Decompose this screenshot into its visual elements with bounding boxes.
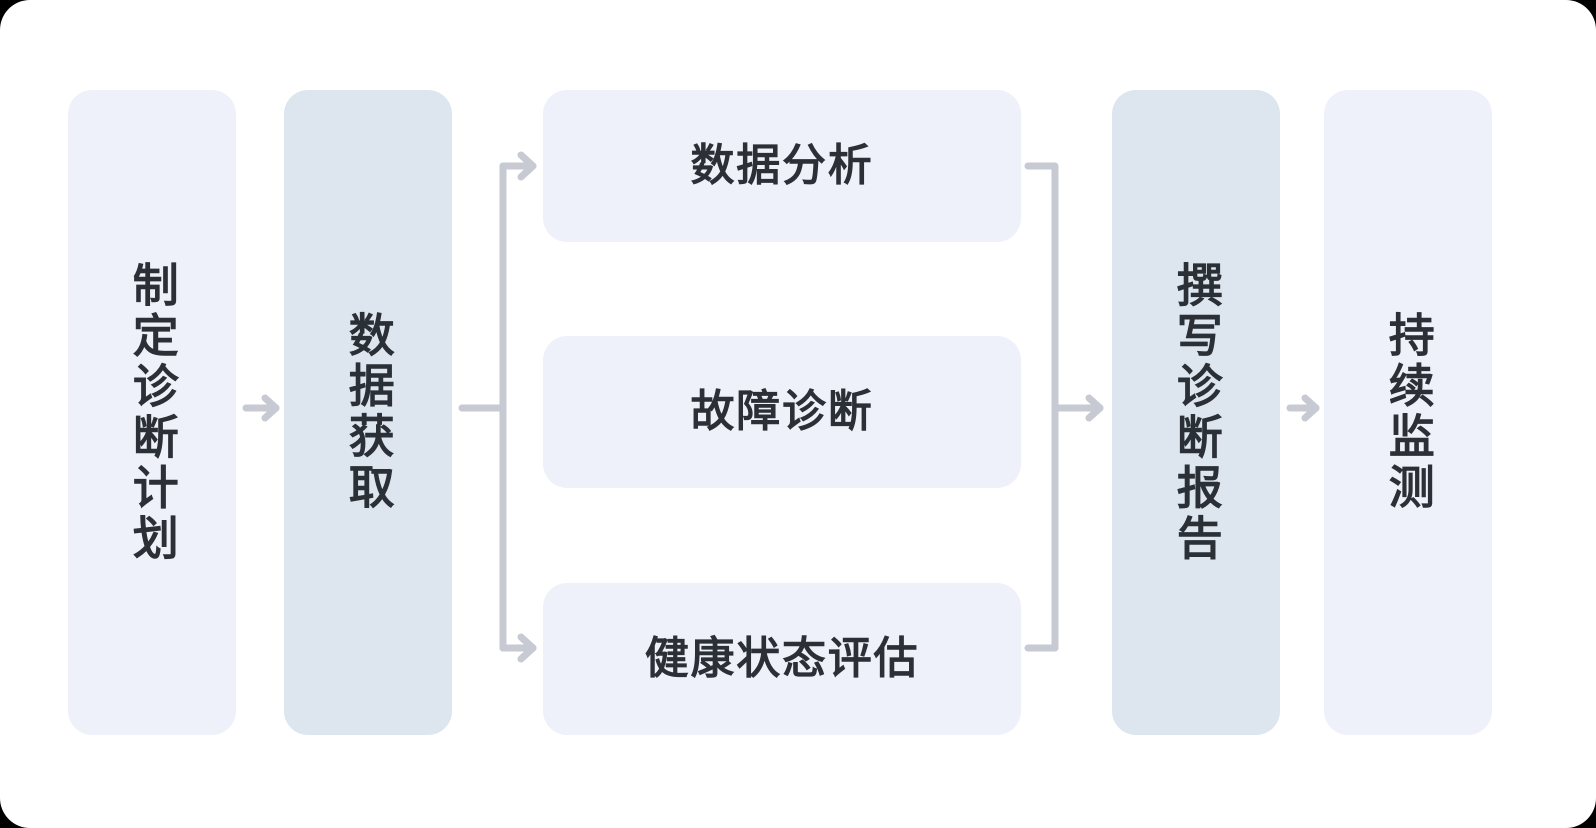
connector-branch-bus: [458, 162, 507, 652]
connector-bus-to-health-assessment: [499, 633, 537, 663]
node-data-acquisition[interactable]: 数据获取: [284, 90, 452, 735]
node-health-assessment[interactable]: 健康状态评估: [543, 583, 1021, 735]
connector-bus-to-data-analysis: [499, 151, 537, 181]
node-continuous-monitoring[interactable]: 持续监测: [1324, 90, 1492, 735]
connector-stage1-to-stage2: [242, 394, 280, 422]
node-write-report[interactable]: 撰写诊断报告: [1112, 90, 1280, 735]
connector-report-to-monitoring: [1286, 394, 1320, 422]
node-data-analysis[interactable]: 数据分析: [543, 90, 1021, 242]
connector-merge-to-report: [1051, 394, 1104, 422]
node-plan-diagnosis[interactable]: 制定诊断计划: [68, 90, 236, 735]
node-fault-diagnosis[interactable]: 故障诊断: [543, 336, 1021, 488]
connector-merge-bus: [1024, 162, 1059, 652]
